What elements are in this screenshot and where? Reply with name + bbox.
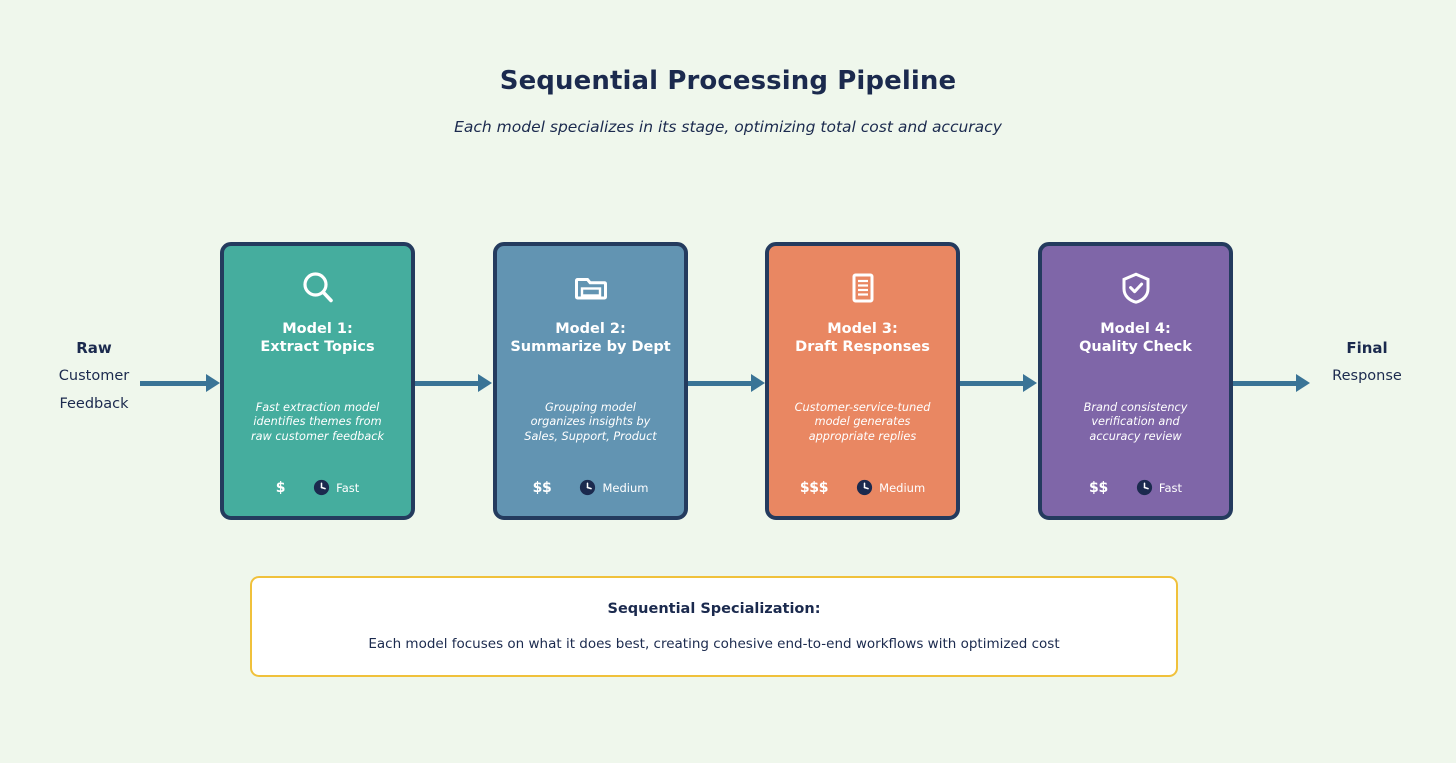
speed-label: Fast (336, 480, 360, 495)
clock-icon (580, 479, 596, 496)
clock-icon (314, 479, 330, 496)
input-label-line2: Feedback (59, 395, 129, 412)
stage-title: Model 2: Summarize by Dept (510, 321, 671, 356)
speed-badge: Medium (579, 479, 648, 496)
arrow-head (751, 374, 765, 392)
arrow-head (1023, 374, 1037, 392)
arrow-stage-4-to-output (1230, 374, 1310, 392)
stage-meta: $$$ Medium (769, 479, 956, 496)
callout-title: Sequential Specialization: (607, 601, 821, 618)
page-title: Sequential Processing Pipeline (499, 66, 957, 96)
callout-body: Each model focuses on what it does best,… (368, 635, 1060, 652)
arrow-stage-1-to-stage-2 (412, 374, 492, 392)
document-icon (843, 266, 883, 310)
stage-description: Customer-service-tuned model generates a… (794, 400, 931, 443)
pipeline-stage-2[interactable]: Model 2: Summarize by Dept Grouping mode… (493, 242, 688, 520)
arrow-shaft (412, 380, 479, 386)
pipeline-input-label: Raw Customer Feedback (19, 339, 169, 413)
arrow-shaft (140, 380, 207, 386)
stage-title: Model 4: Quality Check (1079, 321, 1192, 356)
arrow-shaft (685, 380, 752, 386)
arrow-input-to-stage-1 (140, 374, 220, 392)
stage-description: Fast extraction model identifies themes … (250, 400, 385, 443)
stage-meta: $ Fast (224, 479, 411, 496)
cost-badge: $$ (532, 479, 552, 496)
stage-title: Model 3: Draft Responses (795, 321, 930, 356)
input-label-line1: Customer (58, 368, 130, 385)
search-icon (298, 266, 338, 310)
page-subtitle: Each model specializes in its stage, opt… (454, 118, 1002, 137)
arrow-stage-2-to-stage-3 (685, 374, 765, 392)
arrow-shaft (1230, 380, 1297, 386)
arrow-stage-3-to-stage-4 (957, 374, 1037, 392)
speed-label: Medium (879, 480, 926, 495)
pipeline-stage-1[interactable]: Model 1: Extract Topics Fast extraction … (220, 242, 415, 520)
stage-title: Model 1: Extract Topics (260, 321, 375, 356)
arrow-head (478, 374, 492, 392)
pipeline-stage-4[interactable]: Model 4: Quality Check Brand consistency… (1038, 242, 1233, 520)
speed-label: Fast (1158, 480, 1182, 495)
diagram-header: Sequential Processing Pipeline Each mode… (0, 0, 1456, 137)
stage-meta: $$ Fast (1042, 479, 1229, 496)
input-label-strong: Raw (76, 339, 112, 357)
pipeline-output-label: Final Response (1292, 339, 1442, 385)
callout-box: Sequential Specialization: Each model fo… (250, 576, 1178, 677)
stage-meta: $$ Medium (497, 479, 684, 496)
output-label-strong: Final (1346, 339, 1388, 357)
cost-badge: $$ (1089, 479, 1108, 496)
arrow-shaft (957, 380, 1024, 386)
speed-label: Medium (602, 480, 649, 495)
pipeline-flow: Raw Customer Feedback Model 1: Extract T… (0, 242, 1456, 522)
shield-check-icon (1116, 266, 1156, 310)
speed-badge: Fast (313, 479, 359, 496)
pipeline-stage-3[interactable]: Model 3: Draft Responses Customer-servic… (765, 242, 960, 520)
speed-badge: Medium (856, 479, 925, 496)
stage-description: Grouping model organizes insights by Sal… (524, 400, 657, 443)
stage-description: Brand consistency verification and accur… (1083, 400, 1188, 443)
clock-icon (857, 479, 873, 496)
arrow-head (1296, 374, 1310, 392)
speed-badge: Fast (1136, 479, 1182, 496)
cost-badge: $ (275, 479, 286, 496)
folder-icon (571, 266, 611, 310)
cost-badge: $$$ (799, 479, 829, 496)
arrow-head (206, 374, 220, 392)
clock-icon (1136, 479, 1152, 496)
output-label-line1: Response (1332, 368, 1402, 385)
